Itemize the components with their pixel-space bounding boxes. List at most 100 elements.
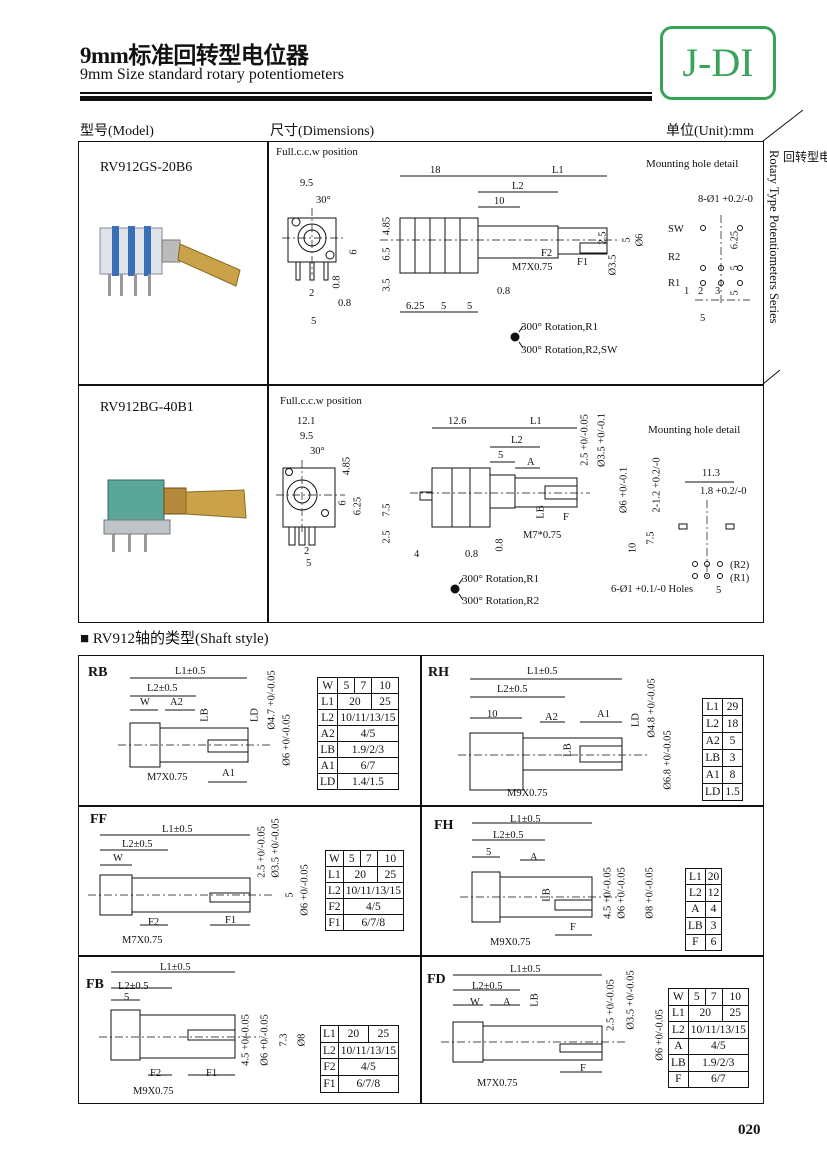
dimension-label: 2.5 [381, 530, 393, 544]
spec-key: F2 [320, 1058, 339, 1077]
dimension-label: Ø3.5 +0/-0.05 [270, 818, 282, 878]
spec-value: 1.4/1.5 [337, 773, 399, 790]
bullet-icon: ■ [80, 631, 90, 647]
product-photo-rv912gs [99, 226, 241, 296]
rotation-symbol [450, 584, 460, 594]
dimension-label: A [527, 457, 535, 468]
dimension-label: L1±0.5 [160, 962, 191, 973]
bushing [163, 487, 187, 515]
dimension-label: 2.5 +0/-0.05 [579, 414, 591, 466]
spec-value: 5 [342, 850, 361, 867]
dimension-label: L1±0.5 [527, 666, 558, 677]
dimension-label: A [503, 997, 511, 1008]
grid-divider [78, 955, 764, 957]
side-body [431, 467, 491, 528]
dimension-label: M7X0.75 [512, 262, 553, 273]
spec-key: F1 [325, 914, 344, 931]
mount-hole [700, 265, 706, 271]
side-diagonal [762, 109, 804, 142]
dimension-label: 5 [311, 316, 317, 327]
dimension-label: Ø3.5 [607, 254, 619, 276]
mount-hole [692, 573, 698, 579]
spec-key: A1 [701, 766, 724, 784]
header-rule [80, 92, 652, 94]
product-photo-rv912bg [103, 479, 247, 552]
spec-value: 8 [722, 766, 743, 784]
dimension-label: A [530, 852, 538, 863]
spec-value: 7 [359, 850, 378, 867]
dimension-label: 9.5 [300, 431, 314, 442]
row-divider [78, 384, 764, 386]
mount-label: Mounting hole detail [646, 158, 739, 170]
spec-value: 25 [376, 866, 404, 883]
shaft-fd-flat [559, 1043, 603, 1053]
spec-key: F1 [320, 1075, 339, 1093]
shaft-section-title: ■ RV912轴的类型(Shaft style) [80, 627, 269, 648]
spec-value: 12 [704, 884, 723, 902]
dimension-label: 8-Ø1 +0.2/-0 [698, 194, 753, 205]
dimension-label: 0.8 [338, 298, 352, 309]
bushing [489, 474, 516, 509]
model-name: RV912GS-20B6 [100, 160, 193, 175]
dimension-label: Ø3.5 +0/-0.1 [596, 412, 608, 468]
dimension-label: 6.5 [381, 247, 393, 261]
spec-key: L1 [320, 1025, 339, 1043]
dimension-label: LB [541, 888, 553, 902]
blue-band [112, 226, 119, 276]
dimension-label: 1.8 +0.2/-0 [700, 486, 747, 497]
dimension-label: 9.5 [300, 178, 314, 189]
dimension-label: F [563, 512, 569, 523]
dimension-label: L2±0.5 [493, 830, 524, 841]
spec-value: 20 [337, 1025, 369, 1043]
spec-value: 6 [704, 933, 723, 951]
spec-key: L2 [668, 1021, 689, 1039]
column-model: 型号(Model) [80, 124, 154, 139]
dimension-label: 7.5 [381, 503, 393, 517]
shaft-fd-body [482, 1025, 603, 1061]
shaft-fb-flat [187, 1029, 236, 1041]
mount-hole [737, 265, 743, 271]
brand-logo: J-DI [660, 26, 776, 100]
dimension-label: LB [199, 708, 211, 722]
dimension-label: F [580, 1063, 586, 1074]
spec-key: A [685, 900, 706, 919]
dimension-label: 5 [124, 992, 130, 1003]
rotation-symbol [510, 332, 520, 342]
spec-value: 20 [704, 867, 723, 886]
column-unit: 单位(Unit):mm [666, 124, 754, 139]
spec-key: L2 [325, 882, 344, 899]
shaft-fb-bushing [110, 1009, 141, 1061]
product-table [78, 141, 764, 623]
spec-value: 6/7 [337, 757, 399, 774]
spec-value: 4/5 [687, 1037, 749, 1055]
dimension-label: Ø6 +0/-0.05 [654, 1009, 666, 1061]
shaft-code-rb: RB [88, 665, 108, 680]
spec-value: 6/7/8 [342, 914, 404, 931]
dimension-label: L2 [511, 435, 523, 446]
spec-value: 4/5 [337, 725, 399, 742]
shaft [557, 227, 608, 255]
spec-value: 20 [687, 1004, 723, 1022]
rotation-note: 300° Rotation,R1 [521, 321, 599, 333]
spec-value: 5 [337, 677, 356, 694]
pin [148, 274, 151, 296]
terminal [308, 526, 316, 546]
spec-value: 25 [371, 693, 399, 710]
dimension-label: F1 [577, 257, 589, 268]
spec-value: 3 [704, 917, 723, 935]
dimension-label: Ø6 +0/-0.05 [281, 714, 293, 766]
mount-pad [678, 523, 688, 530]
mount-hole [700, 225, 706, 231]
terminal [298, 526, 306, 546]
